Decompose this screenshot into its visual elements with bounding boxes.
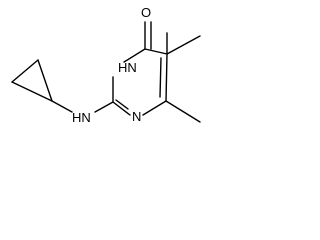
bond-c6-methyl (165, 100, 201, 123)
atom-nh-ring: HN (118, 60, 137, 75)
bond-c5-c6 (165, 53, 168, 102)
bond-n3-c4 (123, 48, 146, 63)
atom-n-ring: N (132, 109, 141, 124)
bond-cyclopropyl-2 (11, 59, 39, 83)
structure-diagram: O HN N HN (11, 5, 201, 125)
bond-c5-methyl (166, 35, 201, 55)
bond-cyclopropyl-3 (11, 81, 53, 102)
bond-c6-n1 (142, 100, 167, 116)
bond-c5-c6-double (159, 57, 162, 98)
atom-nh-amine: HN (72, 110, 91, 125)
atom-oxygen: O (141, 5, 151, 20)
bond-nh-cyclopropyl (51, 100, 73, 113)
bond-c2-nh (94, 101, 114, 113)
bond-cyclopropyl-1 (37, 59, 53, 102)
bond-c4-c5-ring (144, 48, 168, 55)
bond-n1-c2-double (115, 99, 129, 110)
bond-n1-c2 (112, 101, 131, 116)
